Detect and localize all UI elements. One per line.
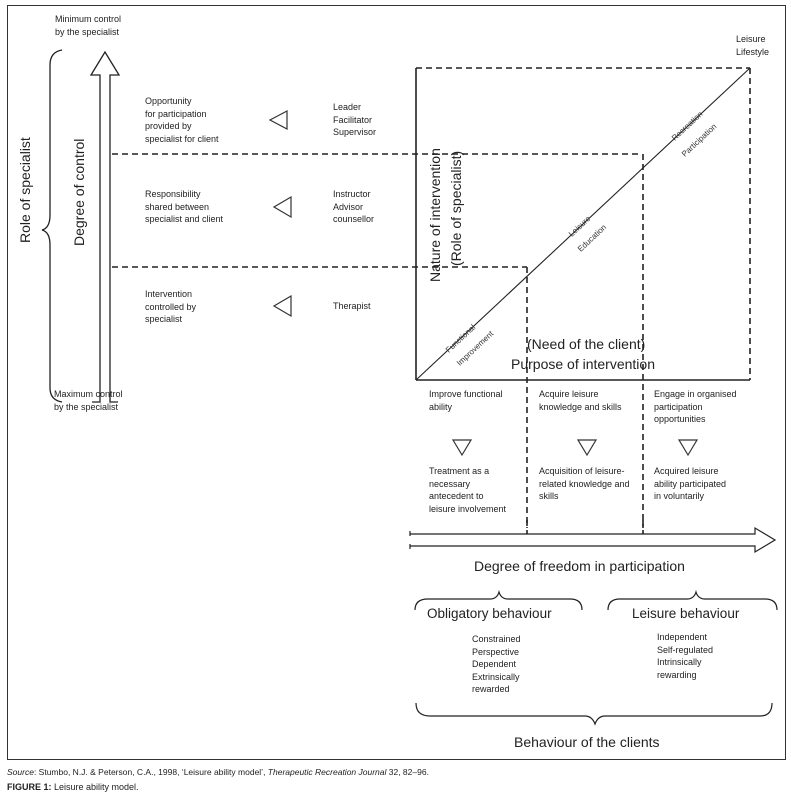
source-prefix: Source xyxy=(7,767,34,777)
level-1-roles: Leader Facilitator Supervisor xyxy=(333,102,377,137)
triangle-left-icon xyxy=(272,294,292,318)
behaviour-of-clients-label: Behaviour of the clients xyxy=(514,734,660,750)
leisure-lifestyle-label: Leisure Lifestyle xyxy=(736,34,770,57)
need-of-client-label: (Need of the client) xyxy=(527,336,646,352)
level-3-roles: Therapist xyxy=(333,301,371,311)
freedom-label: Degree of freedom in participation xyxy=(474,558,685,574)
level-1-description: Opportunity for participation provided b… xyxy=(145,96,219,144)
column-3-goal: Engage in organised participation opport… xyxy=(654,389,737,424)
role-of-specialist-label: Role of specialist xyxy=(17,137,33,243)
progression-diagonal xyxy=(415,67,751,381)
level-2-description: Responsibility shared between specialist… xyxy=(145,189,224,224)
purpose-of-intervention-label: Purpose of intervention xyxy=(511,356,655,372)
role-brace xyxy=(41,49,63,403)
figure-frame xyxy=(7,5,786,760)
leisure-brace xyxy=(607,589,778,611)
freedom-arrow xyxy=(410,526,777,554)
figure-caption: FIGURE 1: Leisure ability model. xyxy=(7,782,139,792)
control-arrow xyxy=(89,50,121,403)
triangle-left-icon xyxy=(272,195,292,219)
obligatory-traits: Constrained Perspective Dependent Extrin… xyxy=(472,634,521,694)
column-2-outcome: Acquisition of leisure- related knowledg… xyxy=(539,466,630,501)
column-1-goal: Improve functional ability xyxy=(429,389,503,412)
minimum-control-label: Minimum control by the specialist xyxy=(55,14,122,37)
triangle-down-icon xyxy=(677,439,699,457)
column-3-outcome: Acquired leisure ability participated in… xyxy=(654,466,727,501)
nature-of-intervention-label: Nature of intervention xyxy=(427,148,443,282)
source-journal: Therapeutic Recreation Journal xyxy=(267,767,387,777)
obligatory-brace xyxy=(414,589,583,611)
level-2-roles: Instructor Advisor counsellor xyxy=(333,189,375,224)
obligatory-title: Obligatory behaviour xyxy=(427,606,552,621)
maximum-control-label: Maximum control by the specialist xyxy=(54,389,123,412)
column-2-goal: Acquire leisure knowledge and skills xyxy=(539,389,622,412)
behaviour-brace xyxy=(415,702,773,726)
leisure-title: Leisure behaviour xyxy=(632,606,740,621)
leisure-traits: Independent Self-regulated Intrinsically… xyxy=(657,632,714,680)
source-suffix: 32, 82–96. xyxy=(386,767,429,777)
degree-of-control-label: Degree of control xyxy=(71,138,87,246)
triangle-down-icon xyxy=(576,439,598,457)
figure-title: Leisure ability model. xyxy=(51,782,139,792)
column-1-outcome: Treatment as a necessary antecedent to l… xyxy=(429,466,507,514)
triangle-left-icon xyxy=(268,110,288,130)
triangle-down-icon xyxy=(451,439,473,457)
source-caption: Source: Stumbo, N.J. & Peterson, C.A., 1… xyxy=(7,767,429,777)
figure-label: FIGURE 1: xyxy=(7,782,52,792)
source-text: : Stumbo, N.J. & Peterson, C.A., 1998, ‘… xyxy=(33,767,268,777)
role-of-specialist-paren-label: (Role of specialist) xyxy=(448,150,464,266)
level-3-description: Intervention controlled by specialist xyxy=(145,289,197,324)
